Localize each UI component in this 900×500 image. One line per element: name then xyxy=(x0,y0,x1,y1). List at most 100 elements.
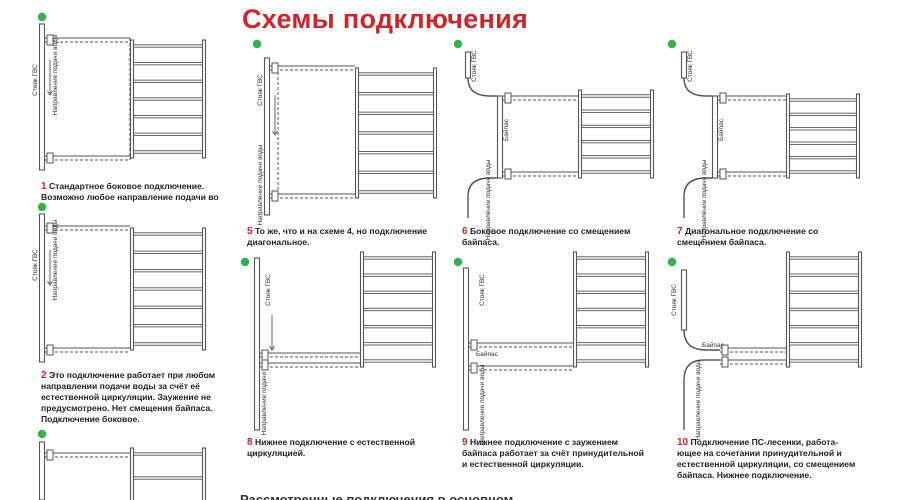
riser-pipe xyxy=(38,213,46,363)
towel-rail-rung xyxy=(363,325,433,329)
towel-rail-rung xyxy=(789,141,857,145)
towel-rail-rung xyxy=(363,307,433,312)
flow-direction-label: Направление подачи воды xyxy=(52,219,59,300)
towel-rail-rung xyxy=(133,342,203,346)
start-marker xyxy=(240,257,250,267)
pipe-bend xyxy=(683,77,712,97)
towel-rail-rung xyxy=(363,273,433,277)
towel-rail-rung xyxy=(358,111,434,115)
towel-rail-rung xyxy=(581,139,651,144)
towel-rail-rung xyxy=(789,155,857,160)
riser-pipe xyxy=(680,269,688,331)
towel-rail-rung xyxy=(576,325,646,329)
caption-9-number: 9 xyxy=(462,437,468,448)
rail-right xyxy=(431,251,437,368)
riser-pipe xyxy=(464,51,472,79)
bypass-label: Байпас xyxy=(476,350,499,358)
rail-left xyxy=(785,93,791,179)
towel-rail-rung xyxy=(133,115,203,119)
valve xyxy=(721,344,729,356)
scheme-3-partial xyxy=(37,429,207,500)
valve xyxy=(271,62,279,74)
towel-rail-rung xyxy=(133,250,203,254)
flow-direction-label: Направление подачи воды xyxy=(52,34,59,115)
caption-6-number: 6 xyxy=(462,226,468,237)
towel-rail-rung xyxy=(363,290,433,294)
towel-rail-rung xyxy=(789,170,857,174)
towel-rail-rung xyxy=(358,131,434,135)
valve xyxy=(46,152,54,164)
towel-rail-rung xyxy=(133,132,203,136)
valve xyxy=(271,190,279,202)
rail-right xyxy=(432,67,438,199)
page-title: Схемы подключения xyxy=(242,4,529,34)
towel-rail-rung xyxy=(363,342,433,346)
flow-direction-label: Направление подачи воды xyxy=(479,364,486,445)
towel-rail-rung xyxy=(133,150,203,154)
start-marker xyxy=(453,39,463,49)
caption-6: 6 Боковое подключение со смещением байпа… xyxy=(462,226,631,247)
flow-direction-label: Направление подачи воды xyxy=(257,144,264,225)
towel-rail-rung xyxy=(789,325,859,329)
caption-10-number: 10 xyxy=(677,437,689,448)
towel-rail-rung xyxy=(581,124,651,129)
flow-direction-label: Направление подачи воды xyxy=(261,354,268,435)
riser-label: Стояк ГВС xyxy=(687,50,694,82)
riser-pipe xyxy=(462,267,470,431)
valve xyxy=(470,362,478,374)
riser-label: Стояк ГВС xyxy=(671,284,678,316)
flow-arrow-head xyxy=(47,90,53,96)
caption-7-number: 7 xyxy=(677,226,683,237)
riser-pipe xyxy=(680,51,688,79)
towel-rail-rung xyxy=(133,476,203,480)
flow-direction-label: Направление подачи воды xyxy=(485,159,492,240)
towel-rail-rung xyxy=(789,98,857,102)
riser-pipe xyxy=(263,57,271,216)
caption-8: 8 Нижнее подключение с естественной цирк… xyxy=(247,437,416,458)
towel-rail-rung xyxy=(133,452,203,456)
rail-left xyxy=(129,447,135,500)
start-marker xyxy=(37,12,47,22)
pipe-bend xyxy=(467,77,497,97)
riser-label: Стояк ГВС xyxy=(265,274,272,306)
valve xyxy=(504,92,512,104)
rail-left xyxy=(577,89,583,179)
towel-rail-rung xyxy=(576,290,646,294)
towel-rail-rung xyxy=(133,44,203,48)
towel-rail-rung xyxy=(363,359,433,363)
rail-left xyxy=(572,251,578,368)
towel-rail-rung xyxy=(133,79,203,83)
caption-7: 7 Диагональное подключение со смещением … xyxy=(677,226,819,247)
caption-9: 9 Нижнее подключение с заужением байпаса… xyxy=(462,437,644,469)
towel-rail-rung xyxy=(358,170,434,174)
towel-rail-rung xyxy=(789,256,859,260)
valve xyxy=(46,449,54,461)
towel-rail-rung xyxy=(789,342,859,346)
caption-1: 1 Стандартное боковое подключение. Возмо… xyxy=(41,181,219,202)
pipe-bend xyxy=(683,177,712,218)
towel-rail-rung xyxy=(789,112,857,117)
riser-pipe xyxy=(38,441,46,500)
valve xyxy=(261,359,269,371)
towel-rail-rung xyxy=(581,94,651,98)
towel-rail-rung xyxy=(133,305,203,309)
rail-left xyxy=(354,67,360,199)
valve xyxy=(470,339,478,351)
towel-rail-rung xyxy=(576,307,646,312)
flow-direction-label: Направление подачи воды xyxy=(701,159,708,240)
bottom-text-fragment: Рассмотренные подключения в основном xyxy=(240,492,514,500)
riser-pipe xyxy=(253,257,261,431)
valve xyxy=(46,344,54,356)
towel-rail-rung xyxy=(576,273,646,277)
caption-5: 5 То же, что и на схеме 4, но подключени… xyxy=(247,226,428,247)
caption-10: 10 Подключение ПС-лесенки, работа- ющее … xyxy=(677,437,856,480)
valve xyxy=(719,92,727,104)
pipe-bend xyxy=(683,329,720,351)
start-marker xyxy=(252,39,262,49)
